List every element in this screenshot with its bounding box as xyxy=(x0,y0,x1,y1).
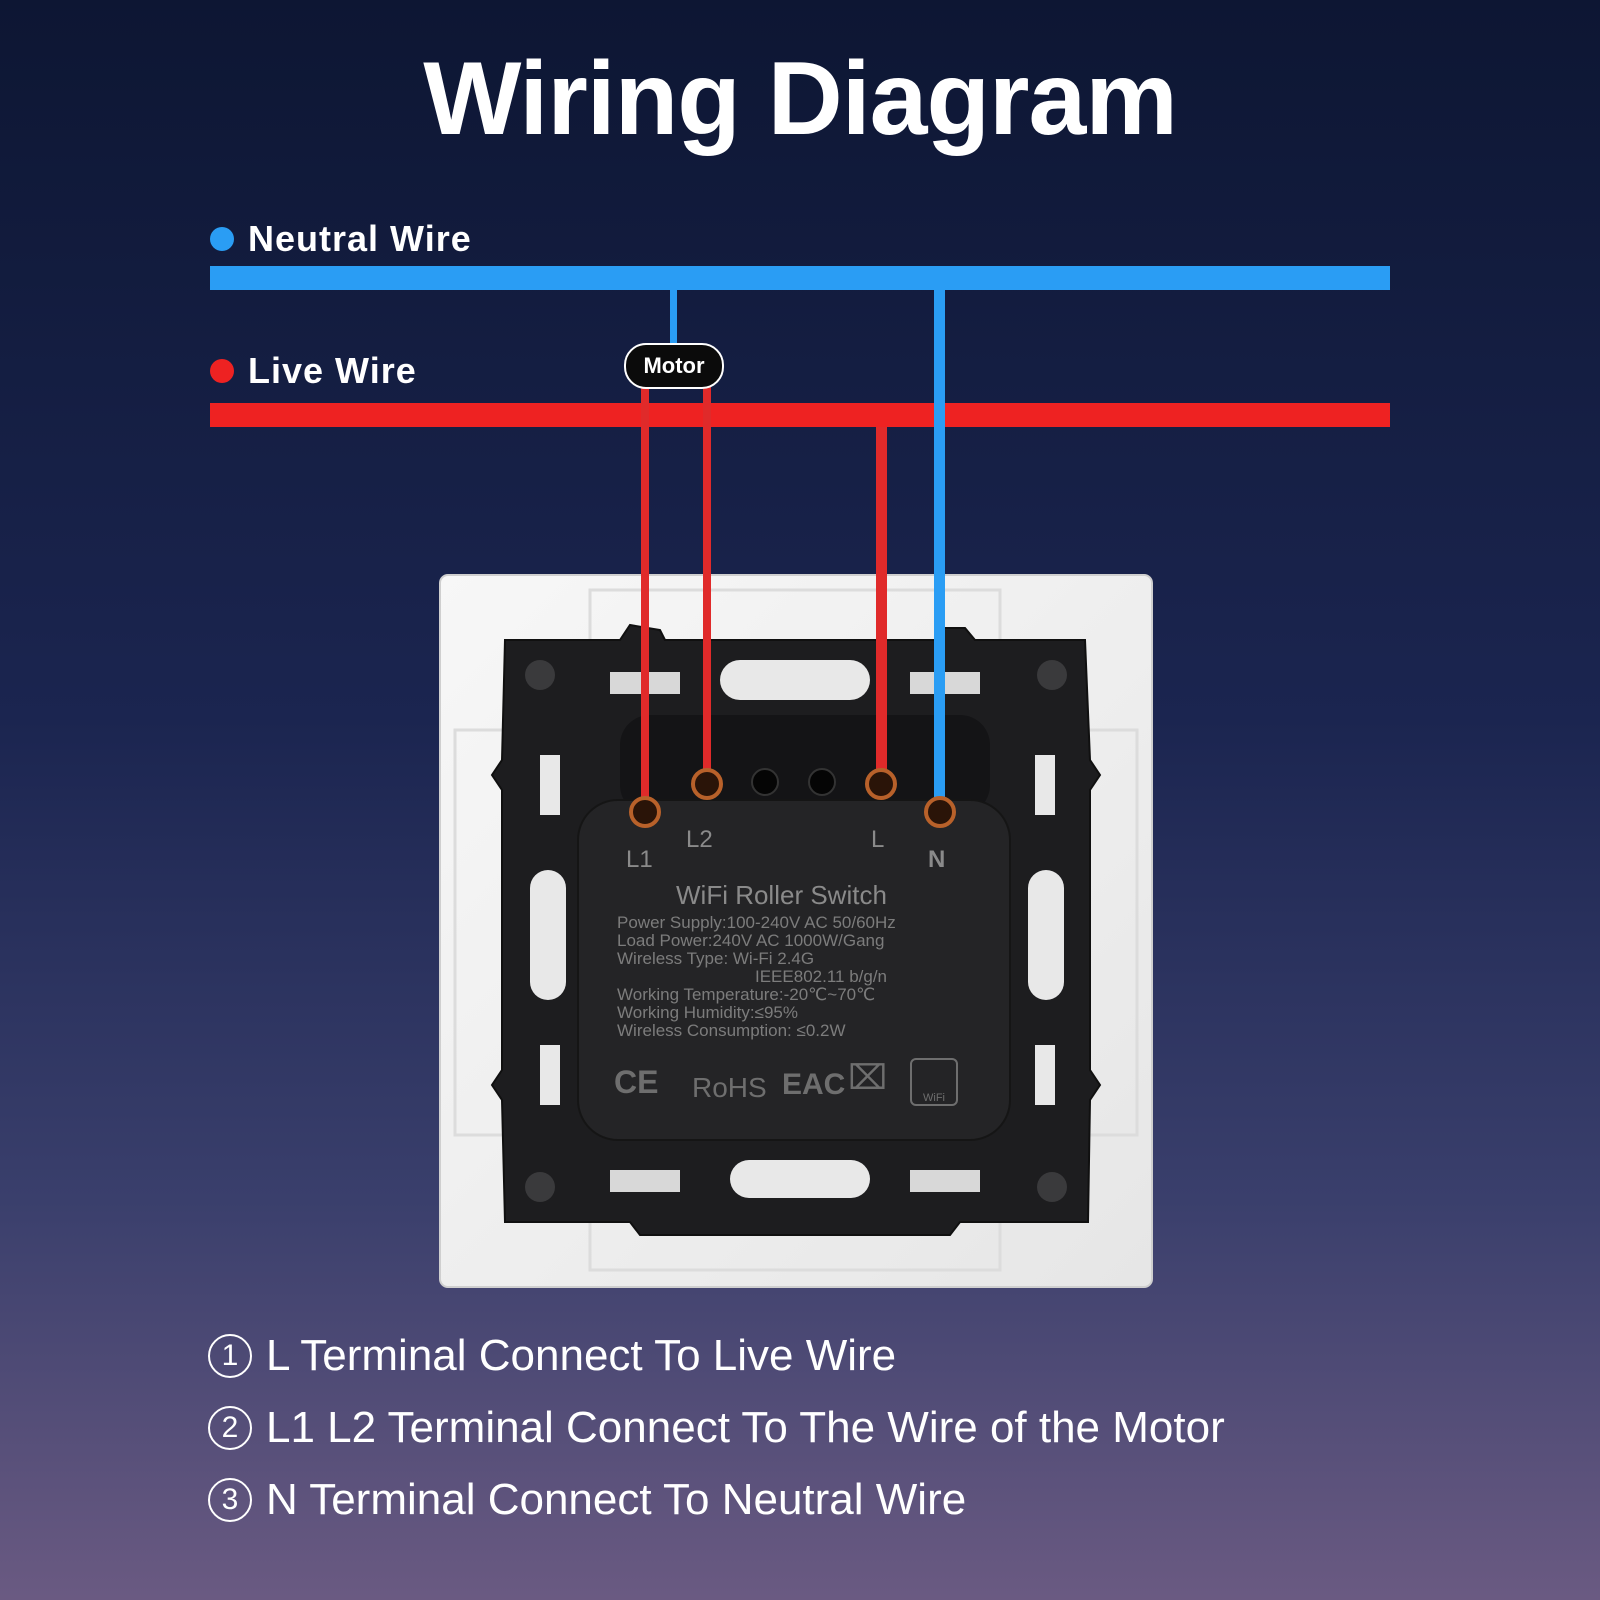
frame-slot xyxy=(1035,1045,1055,1105)
frame-slot xyxy=(910,1170,980,1192)
frame-slot xyxy=(720,660,870,700)
l2-terminal-screw xyxy=(691,768,723,800)
frame-slot xyxy=(540,755,560,815)
wifi-mark-text: WiFi xyxy=(923,1092,945,1104)
device-specs: Power Supply:100-240V AC 50/60Hz Load Po… xyxy=(617,914,997,1040)
spec-line: Working Temperature:-20℃~70℃ xyxy=(617,985,876,1004)
terminal-label-n: N xyxy=(928,846,946,873)
neutral-dot-icon xyxy=(210,227,234,251)
frame-slot xyxy=(610,1170,680,1192)
terminal-label-l1: L1 xyxy=(626,846,653,873)
live-bus-wire xyxy=(210,403,1390,427)
instruction-text: L1 L2 Terminal Connect To The Wire of th… xyxy=(266,1403,1225,1452)
instruction-text: L Terminal Connect To Live Wire xyxy=(266,1331,897,1380)
instruction-item: 3 N Terminal Connect To Neutral Wire xyxy=(208,1464,1225,1536)
neutral-wire-text: Neutral Wire xyxy=(248,218,472,259)
frame-slot xyxy=(1028,870,1064,1000)
step-number-icon: 1 xyxy=(208,1334,252,1378)
frame-slot xyxy=(530,870,566,1000)
wifi-mark-icon: WiFi xyxy=(910,1058,958,1106)
frame-slot xyxy=(1035,755,1055,815)
n-wire xyxy=(934,290,945,808)
switch-module xyxy=(577,799,1011,1141)
live-dot-icon xyxy=(210,359,234,383)
frame-hole xyxy=(525,660,555,690)
terminal-screw-hole xyxy=(808,768,836,796)
frame-slot xyxy=(730,1160,870,1198)
step-number-icon: 2 xyxy=(208,1406,252,1450)
frame-hole xyxy=(525,1172,555,1202)
page-title: Wiring Diagram xyxy=(423,41,1178,157)
eac-mark: EAC xyxy=(782,1068,846,1101)
instruction-item: 2 L1 L2 Terminal Connect To The Wire of … xyxy=(208,1392,1225,1464)
spec-line: Working Humidity:≤95% xyxy=(617,1003,798,1022)
rohs-mark: RoHS xyxy=(692,1072,767,1103)
frame-slot xyxy=(540,1045,560,1105)
device-name: WiFi Roller Switch xyxy=(676,880,887,910)
instruction-text: N Terminal Connect To Neutral Wire xyxy=(266,1475,967,1524)
terminal-label-l: L xyxy=(871,826,885,853)
terminal-label-l2: L2 xyxy=(686,826,713,853)
l-terminal-screw xyxy=(865,768,897,800)
l1-terminal-screw xyxy=(629,796,661,828)
spec-line: Wireless Type: Wi-Fi 2.4G xyxy=(617,949,815,968)
spec-line: Power Supply:100-240V AC 50/60Hz xyxy=(617,913,896,932)
weee-bin-icon: ⌧ xyxy=(848,1059,888,1097)
neutral-bus-wire xyxy=(210,266,1390,290)
frame-hole xyxy=(1037,1172,1067,1202)
motor-neutral-wire xyxy=(670,290,677,346)
neutral-wire-label: Neutral Wire xyxy=(210,218,472,260)
terminal-screw-hole xyxy=(751,768,779,796)
live-wire-label: Live Wire xyxy=(210,350,417,392)
spec-line: Load Power:240V AC 1000W/Gang xyxy=(617,931,885,950)
frame-hole xyxy=(1037,660,1067,690)
ce-mark: CE xyxy=(614,1064,659,1100)
spec-line: Wireless Consumption: ≤0.2W xyxy=(617,1021,846,1040)
live-wire-text: Live Wire xyxy=(248,350,417,391)
step-number-icon: 3 xyxy=(208,1478,252,1522)
l1-wire xyxy=(641,385,649,805)
l2-wire xyxy=(703,385,711,780)
instruction-item: 1 L Terminal Connect To Live Wire xyxy=(208,1320,1225,1392)
l-wire xyxy=(876,427,887,782)
motor-label: Motor xyxy=(624,343,724,389)
spec-line: IEEE802.11 b/g/n xyxy=(755,967,888,986)
instructions-list: 1 L Terminal Connect To Live Wire 2 L1 L… xyxy=(208,1320,1225,1536)
n-terminal-screw xyxy=(924,796,956,828)
